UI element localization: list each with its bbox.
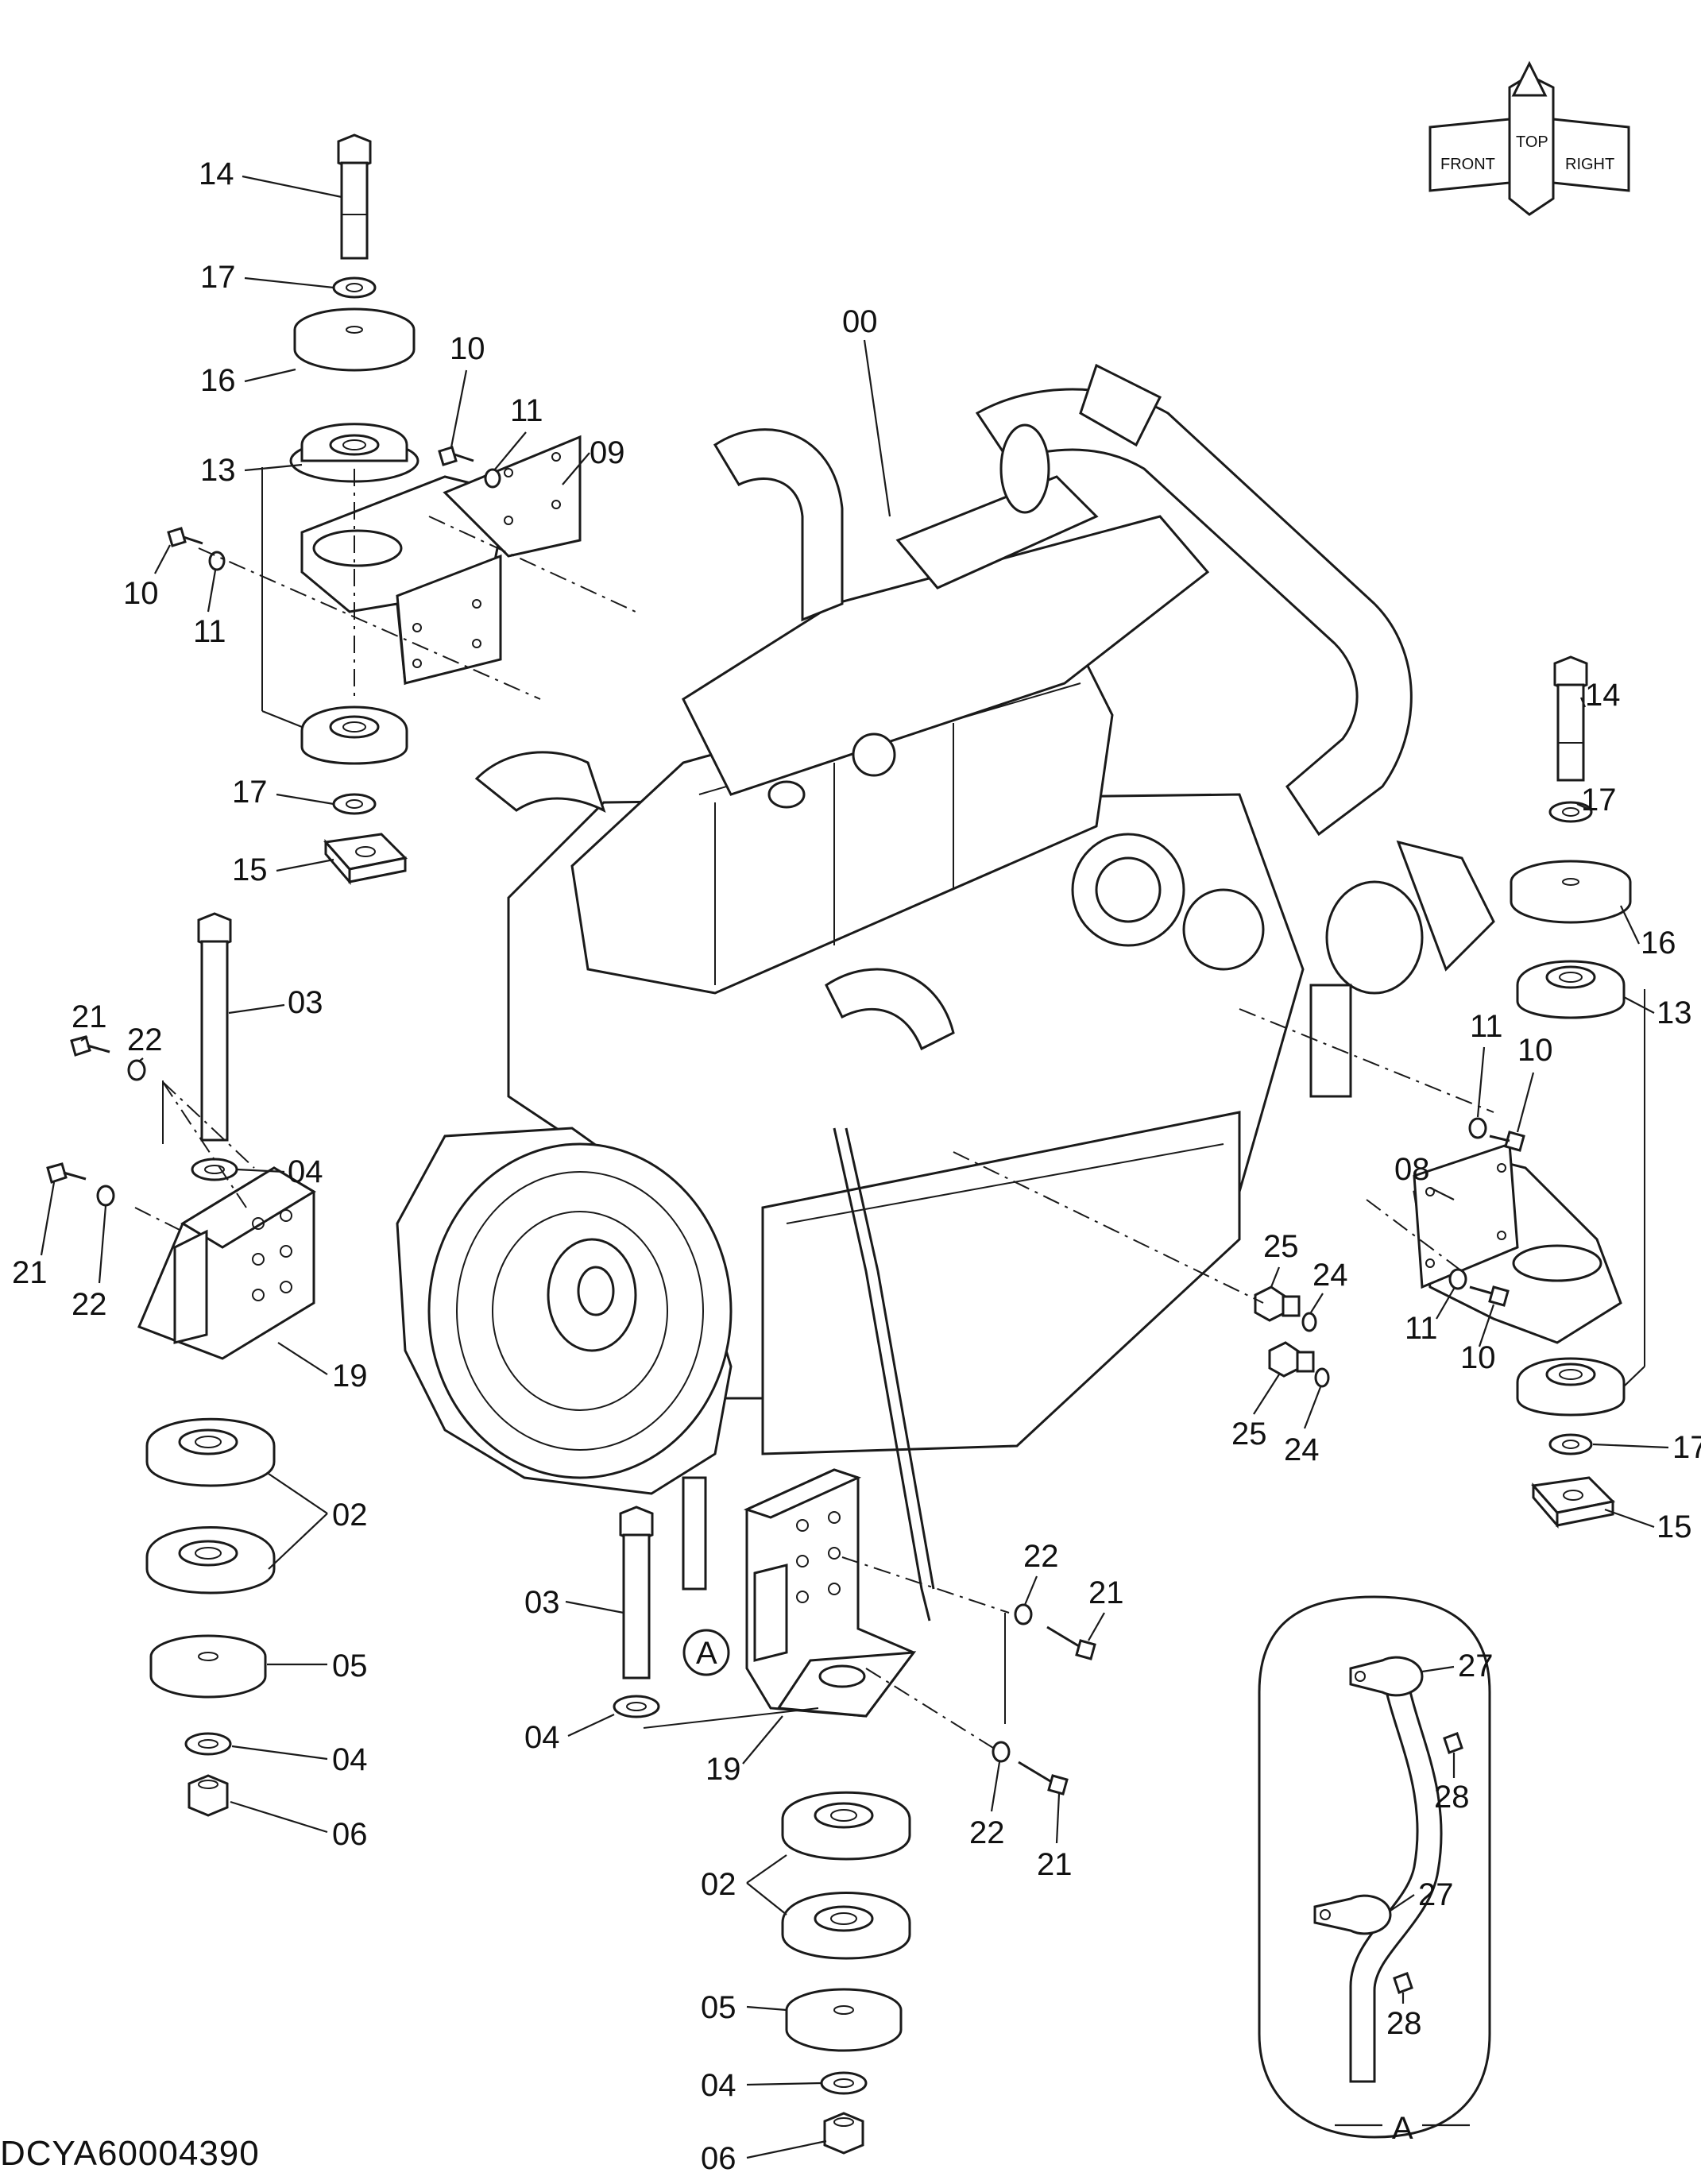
- callout-bolt-14-right: 14: [1585, 678, 1621, 713]
- callout-washer-11-left-top: 11: [510, 393, 543, 428]
- callout-washer-22-right-bottom: 22: [969, 1815, 1005, 1850]
- callout-bolt-14-left: 14: [199, 157, 234, 191]
- callout-bracket-09: 09: [590, 435, 625, 470]
- callout-washer-11-left-bottom: 11: [193, 614, 226, 649]
- callout-plate-16-left: 16: [200, 363, 236, 398]
- detail-a-marker: A: [682, 1629, 730, 1676]
- mount-right-front: [1239, 655, 1645, 1529]
- mount-left-front: [167, 133, 636, 886]
- callout-bolt-28-top: 28: [1434, 1780, 1470, 1815]
- orientation-icon: FRONT TOP RIGHT: [1428, 60, 1630, 216]
- callout-clamp-27-top: 27: [1458, 1649, 1494, 1683]
- callout-bolt-10-left-bottom: 10: [123, 576, 159, 611]
- callout-washer-17-left-top: 17: [200, 260, 236, 295]
- callout-bracket-19-left: 19: [332, 1359, 368, 1394]
- callout-bracket-08: 08: [1394, 1152, 1430, 1187]
- callout-washer-04-left-top: 04: [288, 1154, 323, 1189]
- callout-plug-25-top: 25: [1263, 1229, 1299, 1264]
- callout-oring-24-top: 24: [1312, 1258, 1348, 1293]
- callout-rubber-13-right: 13: [1657, 995, 1692, 1030]
- engine-assembly: [396, 363, 1495, 1622]
- drawing-code: DCYA60004390: [0, 2134, 260, 2173]
- callout-bolt-21-right-top: 21: [1088, 1575, 1124, 1610]
- callout-bolt-10-right-top: 10: [1517, 1033, 1553, 1068]
- top-label: TOP: [1516, 133, 1548, 151]
- front-label: FRONT: [1440, 156, 1495, 173]
- callout-oring-24-bottom: 24: [1284, 1432, 1320, 1467]
- callout-plate-05-right: 05: [701, 1990, 736, 2025]
- callout-bolt-03-left: 03: [288, 985, 323, 1020]
- callout-bracket-19-right: 19: [706, 1752, 741, 1787]
- mount-left-rear: [46, 912, 316, 1817]
- callout-washer-11-right-top: 11: [1470, 1009, 1503, 1044]
- callout-plug-25-bottom: 25: [1231, 1417, 1267, 1451]
- callout-plate-16-right: 16: [1641, 926, 1676, 961]
- callout-washer-04-right-top: 04: [524, 1720, 560, 1755]
- callout-bolt-21-left-bottom: 21: [12, 1255, 48, 1290]
- callout-bolt-21-left-top: 21: [72, 999, 107, 1034]
- callout-stopper-15-right: 15: [1657, 1509, 1692, 1544]
- callout-washer-11-right-bottom: 11: [1405, 1311, 1438, 1346]
- callout-washer-17-right-bottom: 17: [1672, 1430, 1701, 1465]
- callout-bolt-21-right-bottom: 21: [1037, 1847, 1073, 1882]
- callout-rubber-02-left: 02: [332, 1498, 368, 1533]
- callout-clamp-27-bottom: 27: [1418, 1877, 1454, 1912]
- detail-a-label: A: [1392, 2111, 1413, 2146]
- callout-washer-04-right-bottom: 04: [701, 2068, 736, 2103]
- callout-stopper-15-left: 15: [232, 852, 268, 887]
- detail-a-panel: [1258, 1595, 1491, 2139]
- callout-washer-17-right-top: 17: [1581, 783, 1617, 818]
- fittings: [953, 1151, 1330, 1388]
- callout-nut-06-left: 06: [332, 1817, 368, 1852]
- callout-washer-22-left-top: 22: [127, 1022, 163, 1057]
- callout-washer-22-right-top: 22: [1023, 1539, 1059, 1574]
- callout-bolt-10-left-top: 10: [450, 331, 485, 366]
- callout-bolt-10-right-bottom: 10: [1460, 1340, 1496, 1375]
- callout-bolt-28-bottom: 28: [1386, 2006, 1422, 2041]
- callout-washer-22-left-bottom: 22: [72, 1287, 107, 1322]
- callout-washer-17-left-bottom: 17: [232, 775, 268, 810]
- callout-engine: 00: [842, 304, 878, 339]
- callout-washer-04-left-bottom: 04: [332, 1742, 368, 1777]
- right-label: RIGHT: [1565, 156, 1614, 173]
- detail-a-marker-label: A: [696, 1636, 717, 1671]
- callout-rubber-13-left: 13: [200, 453, 236, 488]
- callout-bolt-03-right: 03: [524, 1585, 560, 1620]
- callout-plate-05-left: 05: [332, 1649, 368, 1683]
- callout-rubber-02-right: 02: [701, 1867, 736, 1902]
- callout-nut-06-right: 06: [701, 2141, 736, 2176]
- mount-right-rear: [613, 1468, 1096, 2155]
